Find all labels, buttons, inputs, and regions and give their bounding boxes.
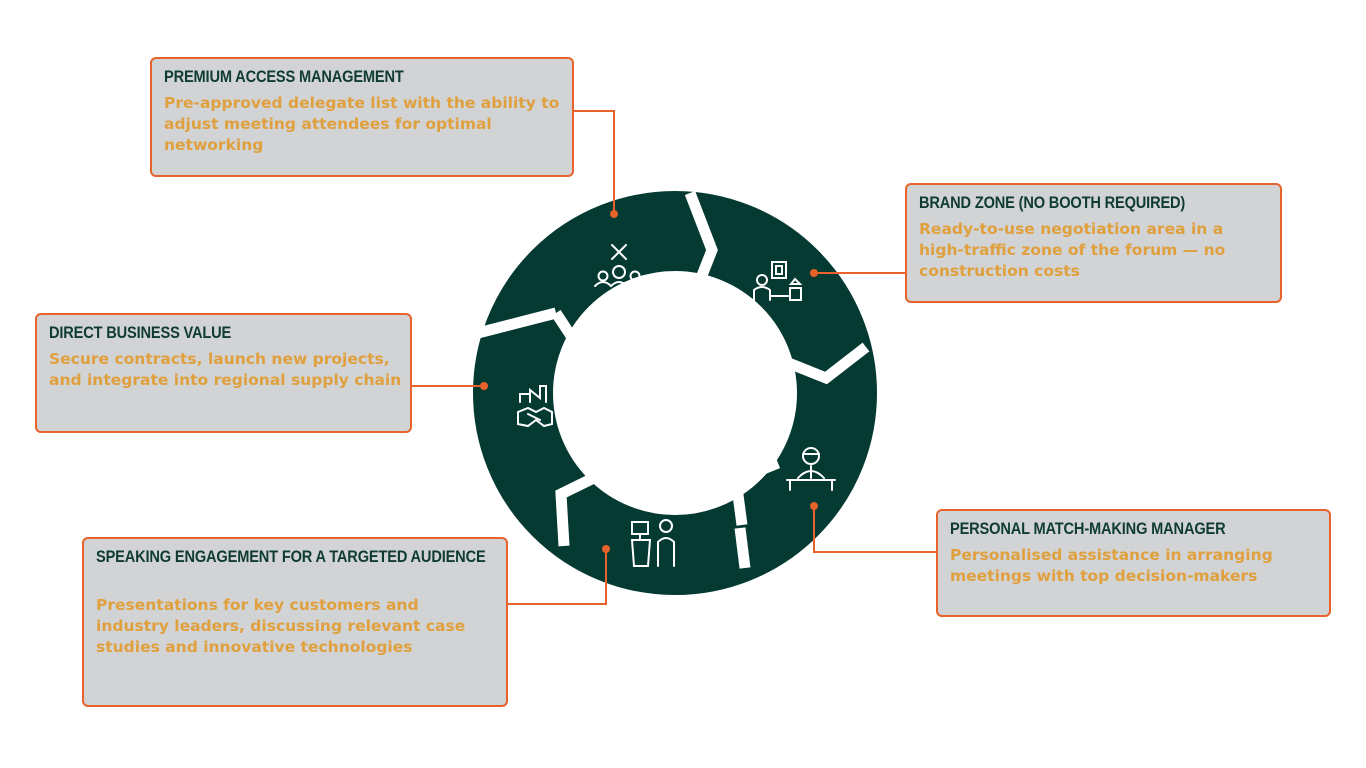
- card-speaking-engagement: SPEAKING ENGAGEMENT FOR A TARGETED AUDIE…: [82, 537, 508, 707]
- card-premium-access: PREMIUM ACCESS MANAGEMENT Pre-approved d…: [150, 57, 574, 177]
- card-title: DIRECT BUSINESS VALUE: [49, 323, 232, 342]
- connectors: [410, 110, 938, 605]
- card-brand-zone: BRAND ZONE (NO BOOTH REQUIRED) Ready-to-…: [905, 183, 1282, 303]
- connector-dot-premium: [610, 210, 618, 218]
- card-text: Pre-approved delegate list with the abil…: [164, 94, 560, 154]
- manager-desk-icon: [786, 447, 836, 491]
- card-text: Presentations for key customers and indu…: [96, 596, 466, 656]
- connector-speaking: [506, 549, 607, 605]
- card-title: BRAND ZONE (NO BOOTH REQUIRED): [919, 193, 1186, 212]
- card-title: SPEAKING ENGAGEMENT FOR A TARGETED AUDIE…: [96, 547, 486, 566]
- connector-matchmaking: [813, 506, 938, 553]
- connector-dot-direct: [480, 382, 488, 390]
- card-title: PREMIUM ACCESS MANAGEMENT: [164, 67, 404, 86]
- people-network-icon: [594, 244, 644, 288]
- exhibit-meeting-icon: [753, 261, 803, 301]
- card-title: PERSONAL MATCH-MAKING MANAGER: [950, 519, 1226, 538]
- card-personal-match-making: PERSONAL MATCH-MAKING MANAGER Personalis…: [936, 509, 1331, 617]
- connector-dot-matchmaking: [810, 502, 818, 510]
- connector-dot-speaking: [602, 545, 610, 553]
- presenter-podium-icon: [630, 519, 675, 567]
- handshake-factory-icon: [517, 385, 553, 428]
- card-direct-business-value: DIRECT BUSINESS VALUE Secure contracts, …: [35, 313, 412, 433]
- card-text: Personalised assistance in arranging mee…: [950, 546, 1273, 585]
- connector-premium: [572, 110, 615, 214]
- card-text: Secure contracts, launch new projects, a…: [49, 350, 402, 389]
- card-text: Ready-to-use negotiation area in a high-…: [919, 220, 1226, 280]
- connector-dot-brand: [810, 269, 818, 277]
